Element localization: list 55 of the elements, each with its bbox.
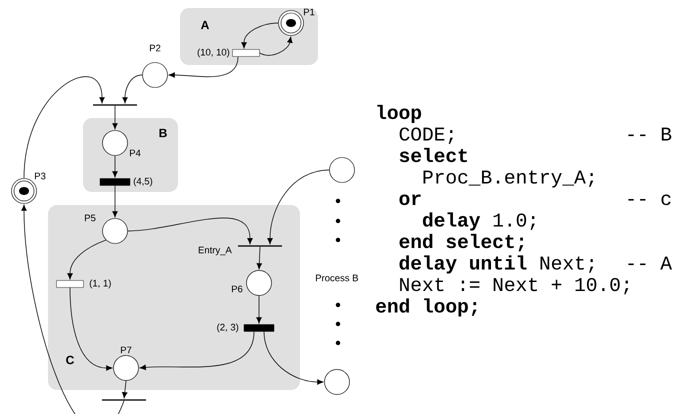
arrow — [140, 331, 254, 370]
code-line: CODE; — [400, 127, 453, 144]
arrow — [259, 36, 293, 56]
node-label: (1, 1) — [90, 280, 111, 288]
code-line: Next := Next + 10.0; — [400, 278, 628, 294]
place-circle — [246, 270, 272, 296]
code-line: end select; — [400, 234, 524, 252]
place-circle — [324, 369, 350, 395]
node-label: P3 — [35, 172, 46, 180]
arrow — [21, 204, 124, 414]
arrow — [264, 331, 324, 385]
arrow — [112, 155, 118, 178]
arrow — [112, 105, 118, 130]
code-line: -- B — [628, 128, 672, 140]
arrow — [127, 218, 253, 244]
code-line: Proc_B.entry_A; — [424, 170, 594, 188]
place-circle — [102, 218, 128, 244]
code-line: delay 1.0; — [422, 212, 535, 231]
side-label: Process B — [316, 274, 358, 282]
node-label: (2, 3) — [217, 324, 238, 332]
arrow — [168, 56, 238, 78]
place-circle-with-token — [278, 10, 304, 36]
code-line: end loop; — [376, 298, 477, 317]
node-label: P5 — [84, 214, 96, 222]
node-label: P4 — [130, 150, 141, 156]
node-label: P2 — [150, 44, 160, 52]
node-label: (10, 10) — [198, 48, 230, 58]
code-line: -- c — [628, 194, 671, 206]
code-line: select — [400, 148, 467, 162]
place-circle — [329, 157, 355, 183]
place-circle — [102, 130, 128, 156]
arrow — [67, 240, 106, 280]
node-label: P1 — [304, 8, 314, 16]
node-label: Entry_A — [198, 246, 232, 256]
transition-bar — [56, 280, 84, 288]
node-label: (4,5) — [134, 178, 152, 186]
code-line: -- A — [628, 256, 672, 270]
place-circle-with-token — [11, 178, 37, 204]
arrow — [24, 76, 105, 179]
code-line: or — [399, 194, 421, 206]
node-label: P6 — [232, 286, 242, 292]
arrow — [241, 22, 279, 48]
arrow — [70, 287, 112, 371]
code-line: loop — [377, 104, 422, 124]
place-circle — [113, 355, 139, 381]
node-label: P7 — [120, 346, 132, 354]
transition-bar — [232, 49, 260, 57]
code-line: delay until Next; — [400, 255, 594, 274]
arrow — [256, 246, 262, 270]
place-circle — [142, 62, 168, 88]
arrow — [256, 295, 262, 324]
arrow — [122, 380, 128, 398]
arrow — [122, 74, 143, 104]
arrow — [112, 185, 118, 218]
arrow — [267, 170, 330, 244]
